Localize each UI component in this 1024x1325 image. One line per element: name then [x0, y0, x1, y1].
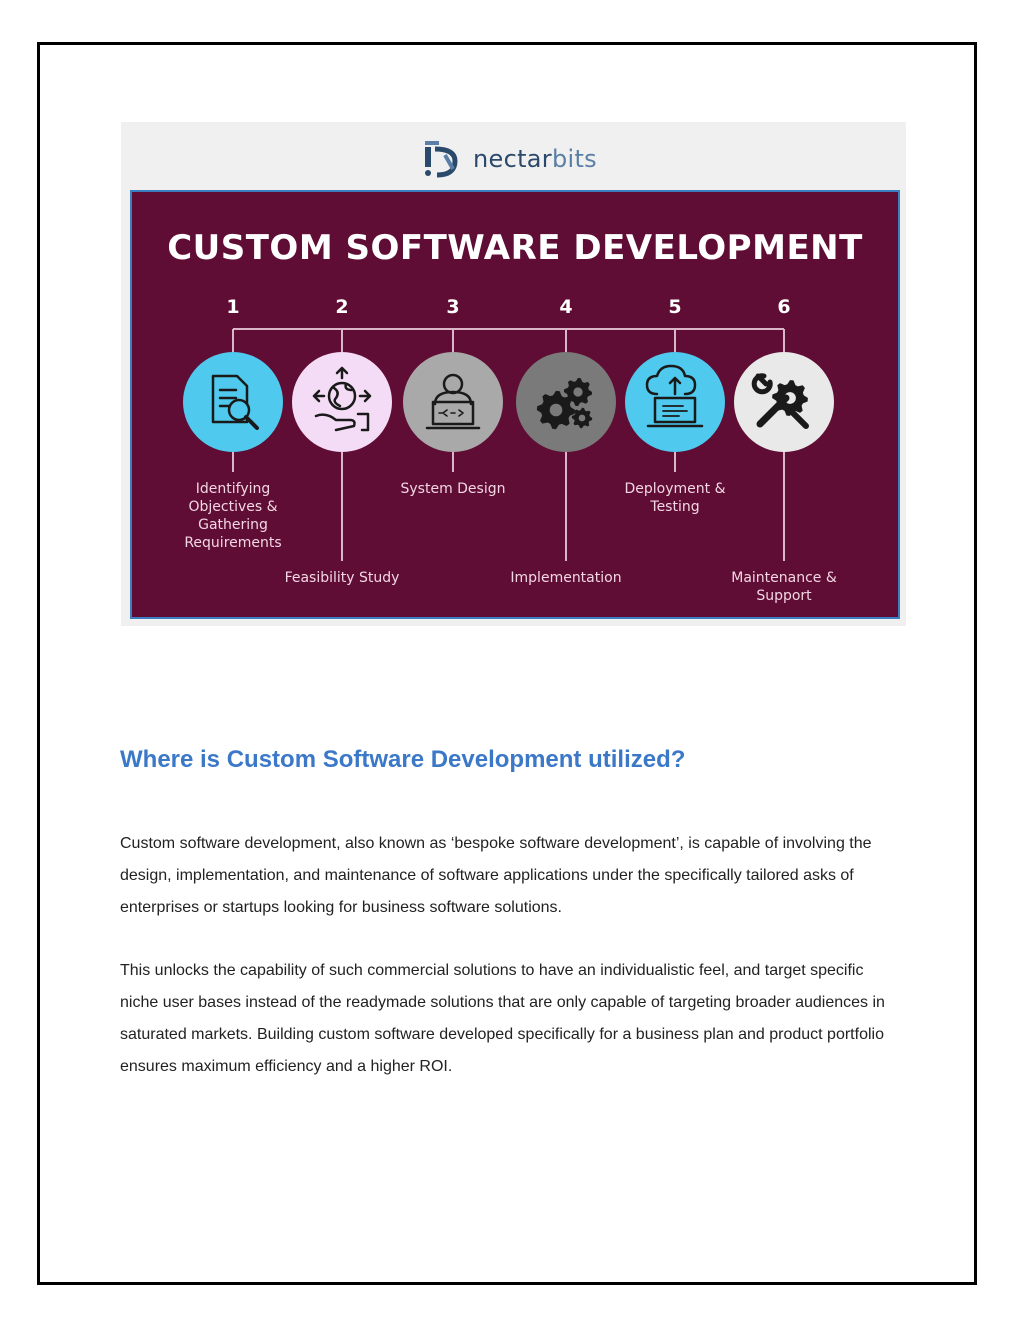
nectarbits-logo-icon	[425, 141, 458, 178]
step-label: Deployment &Testing	[624, 481, 726, 515]
document-search-icon	[183, 352, 283, 452]
paragraph-2: This unlocks the capability of such comm…	[120, 962, 885, 1075]
process-diagram	[183, 328, 834, 561]
step-number: 4	[559, 296, 573, 318]
cloud-upload-laptop-icon	[625, 352, 725, 452]
infographic: nectarbits CUSTOM SOFTWARE DEVELOPMENT 1…	[121, 122, 906, 626]
banner-title: CUSTOM SOFTWARE DEVELOPMENT	[167, 228, 863, 268]
step-label: System Design	[400, 481, 506, 497]
step-label: Implementation	[510, 570, 622, 586]
step-label: Feasibility Study	[284, 570, 400, 586]
paragraph-1: Custom software development, also known …	[120, 835, 872, 916]
step-number: 5	[668, 296, 682, 318]
step-number: 3	[446, 296, 460, 318]
developer-laptop-icon	[403, 352, 503, 452]
step-number: 2	[335, 296, 349, 318]
step-number: 6	[777, 296, 791, 318]
step-number: 1	[226, 296, 240, 318]
wrench-gear-icon	[734, 352, 834, 452]
gears-icon	[516, 352, 616, 452]
brand-name: nectarbits	[473, 145, 597, 173]
brand-logo: nectarbits	[421, 134, 597, 184]
globe-hand-icon	[292, 352, 392, 452]
step-label: Maintenance &Support	[731, 570, 837, 604]
section-heading: Where is Custom Software Development uti…	[120, 746, 686, 773]
